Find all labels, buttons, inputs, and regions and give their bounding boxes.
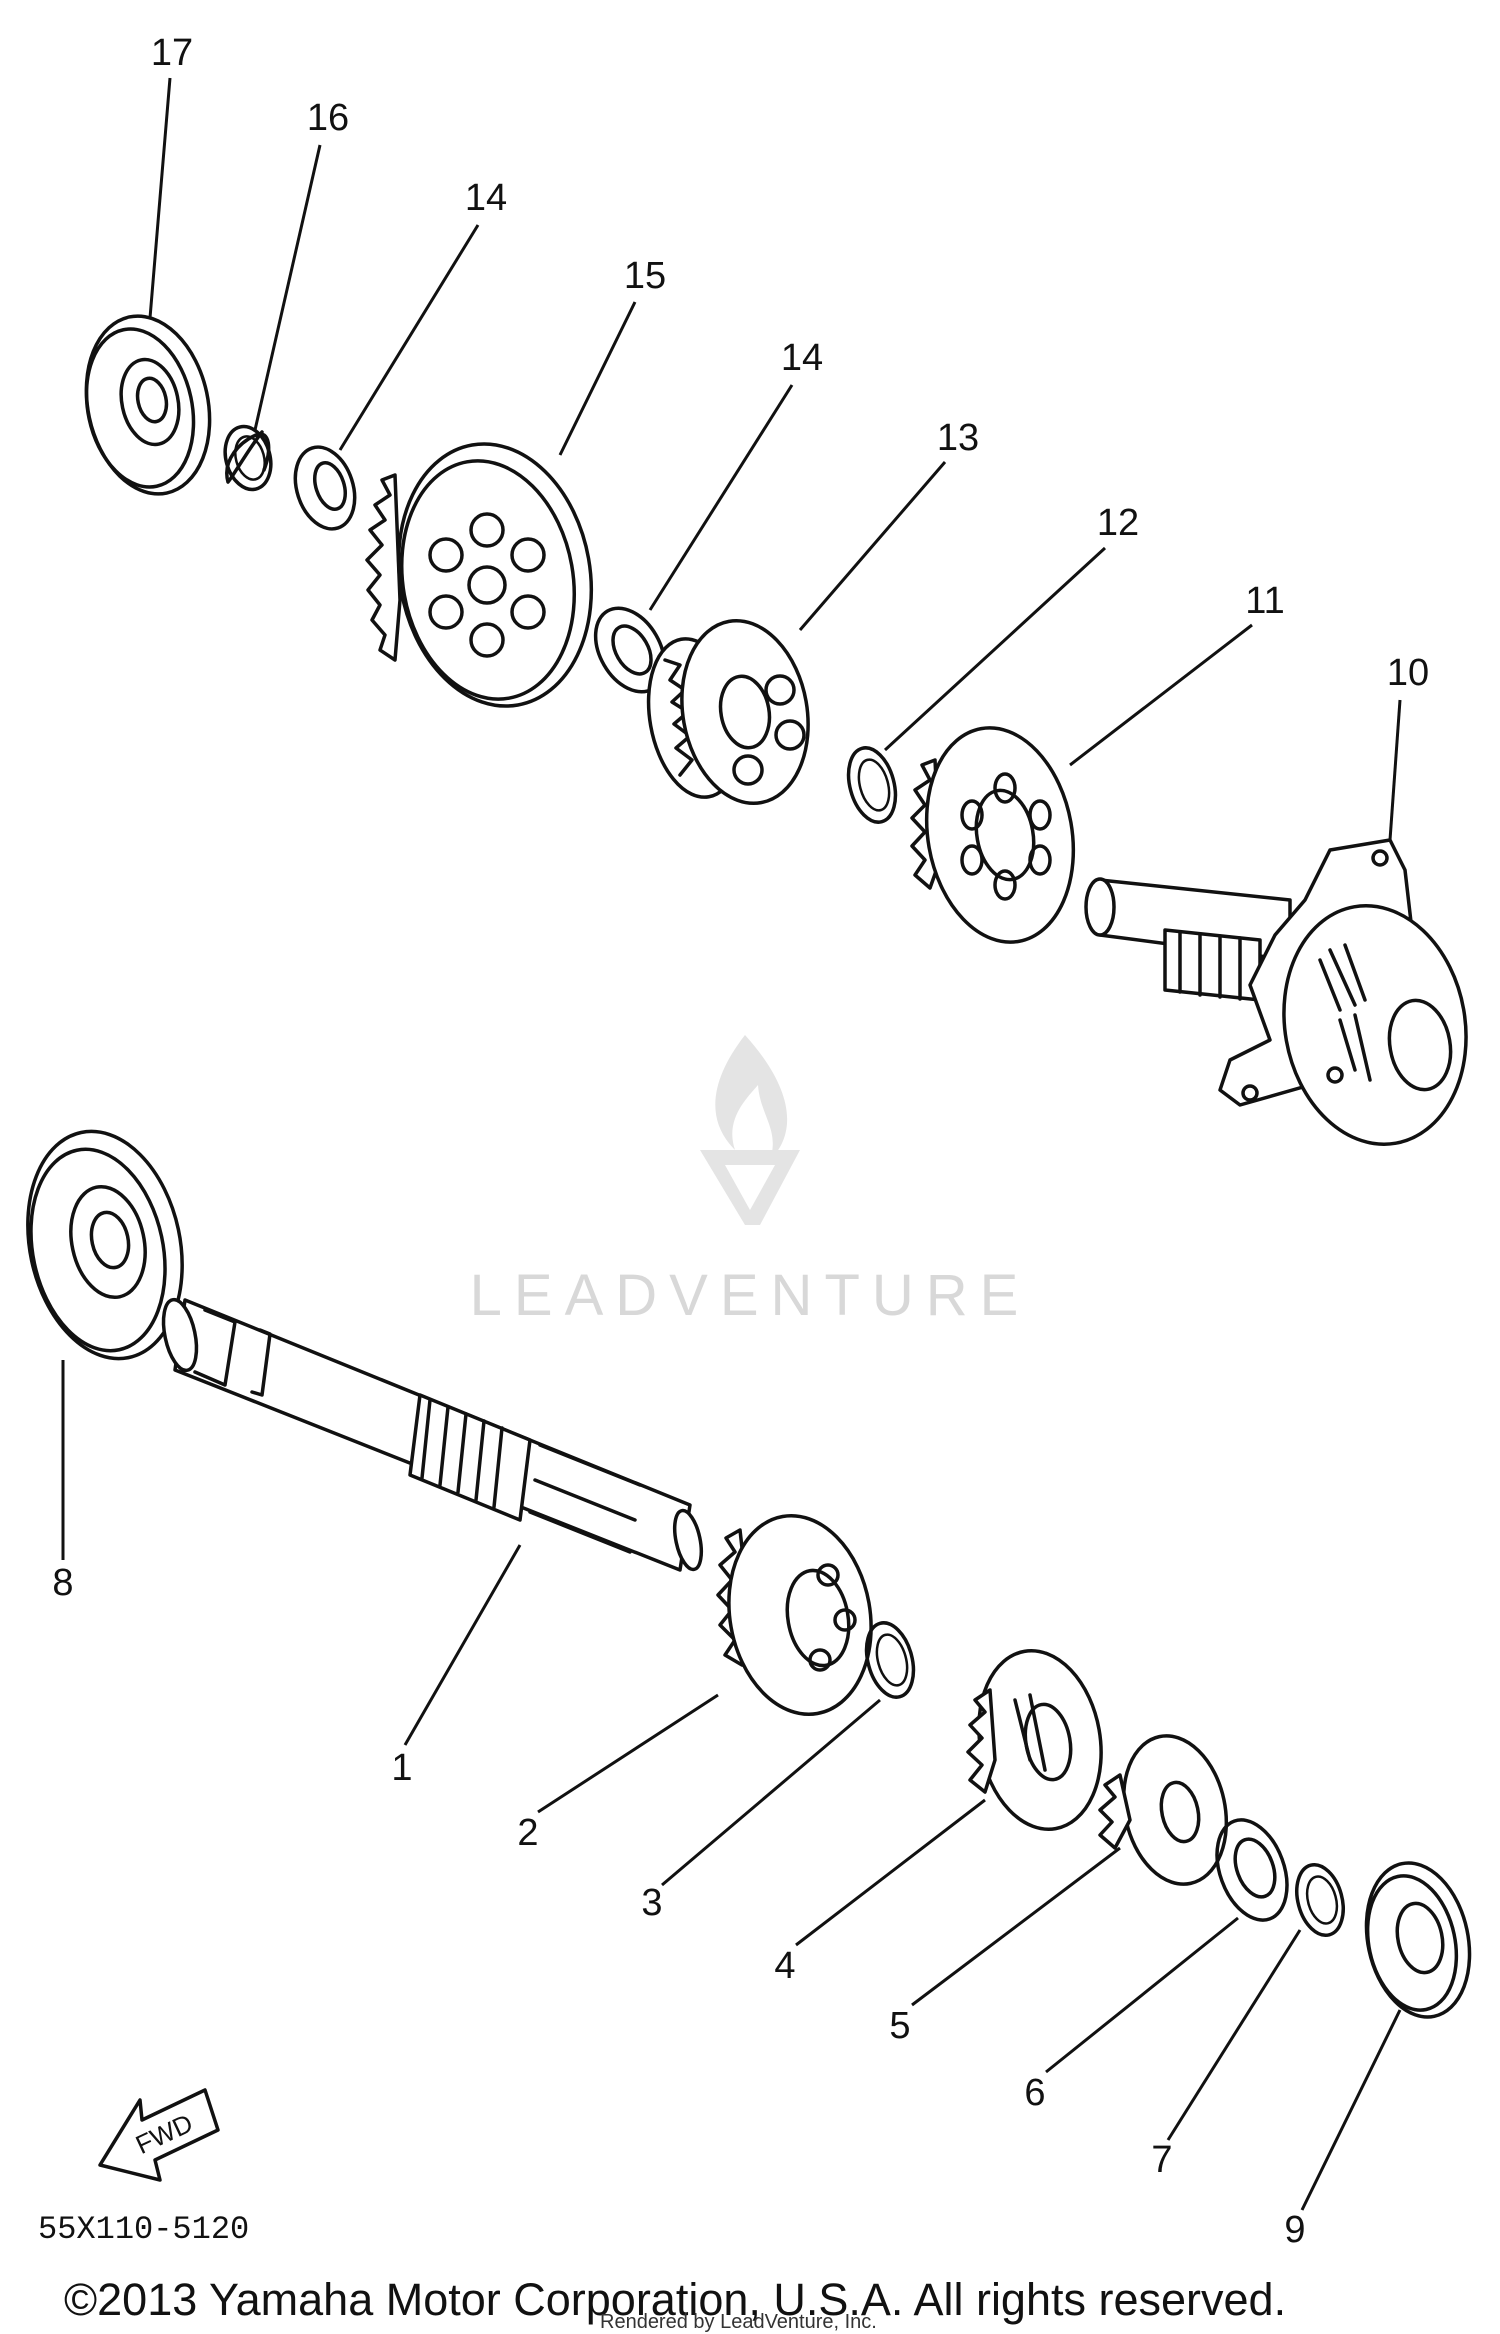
callout-4: 4: [774, 1945, 795, 1987]
part-8-bearing: [26, 1129, 184, 1361]
part-9-bearing: [1364, 1861, 1472, 2019]
watermark-text: LEADVENTURE: [470, 1263, 1031, 1328]
callout-7: 7: [1151, 2139, 1172, 2181]
copyright-notice: ©2013 Yamaha Motor Corporation, U.S.A. A…: [64, 2274, 1286, 2325]
part-12-circlip: [846, 746, 898, 824]
callout-15: 15: [624, 255, 666, 297]
callout-14: 14: [465, 177, 507, 219]
callout-16: 16: [307, 97, 349, 139]
part-6-washer: [1215, 1818, 1289, 1922]
diagram-code: 55X110-5120: [38, 2211, 249, 2248]
part-4-gear: [966, 1649, 1103, 1831]
part-2-gear: [716, 1514, 873, 1716]
part-7-circlip: [1295, 1863, 1345, 1937]
callout-11: 11: [1245, 580, 1284, 622]
leadventure-watermark: LEADVENTURE: [470, 1035, 1031, 1328]
part-14-washer-upper: [293, 445, 357, 531]
callout-9: 9: [1284, 2209, 1305, 2251]
fwd-arrow: FWD: [98, 2088, 220, 2182]
part-17-bearing: [84, 314, 212, 496]
callout-6: 6: [1024, 2072, 1045, 2114]
rendered-by: Rendered by LeadVenture, Inc.: [600, 2311, 877, 2333]
callout-2: 2: [517, 1812, 538, 1854]
part-13-gear-with-dogs: [646, 619, 810, 805]
callout-10: 10: [1387, 652, 1429, 694]
callout-14: 14: [781, 337, 823, 379]
callout-17: 17: [151, 32, 193, 74]
part-16-circlip: [223, 424, 273, 492]
part-11-gear: [910, 726, 1076, 944]
part-10-shaft-assembly: [1084, 838, 1468, 1146]
callout-8: 8: [52, 1562, 73, 1604]
callout-3: 3: [641, 1882, 662, 1924]
callout-12: 12: [1097, 502, 1139, 544]
callout-5: 5: [889, 2005, 910, 2047]
callout-13: 13: [937, 417, 979, 459]
leader-lines: [61, 77, 1402, 2211]
callout-1: 1: [391, 1747, 412, 1789]
part-15-large-gear: [365, 442, 594, 708]
part-1-main-shaft: [161, 1297, 704, 1572]
part-5-small-gear: [1098, 1734, 1229, 1886]
part-3-circlip: [864, 1621, 916, 1699]
